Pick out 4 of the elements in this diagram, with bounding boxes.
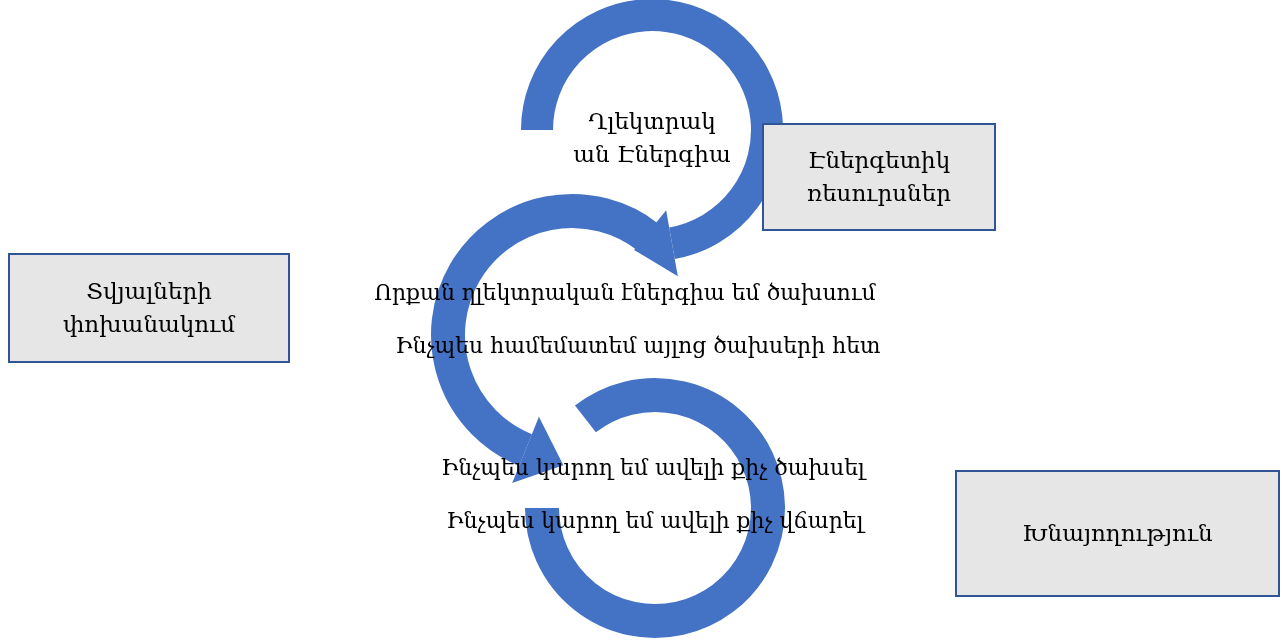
process-box: Խնայողություն (955, 470, 1280, 597)
process-box: Տվյալների փոխանակում (8, 253, 290, 363)
node-label: Ղլեկտրակ ան Էներգիա (572, 106, 732, 169)
process-box: Էներգետիկ ռեսուրսներ (762, 123, 996, 231)
